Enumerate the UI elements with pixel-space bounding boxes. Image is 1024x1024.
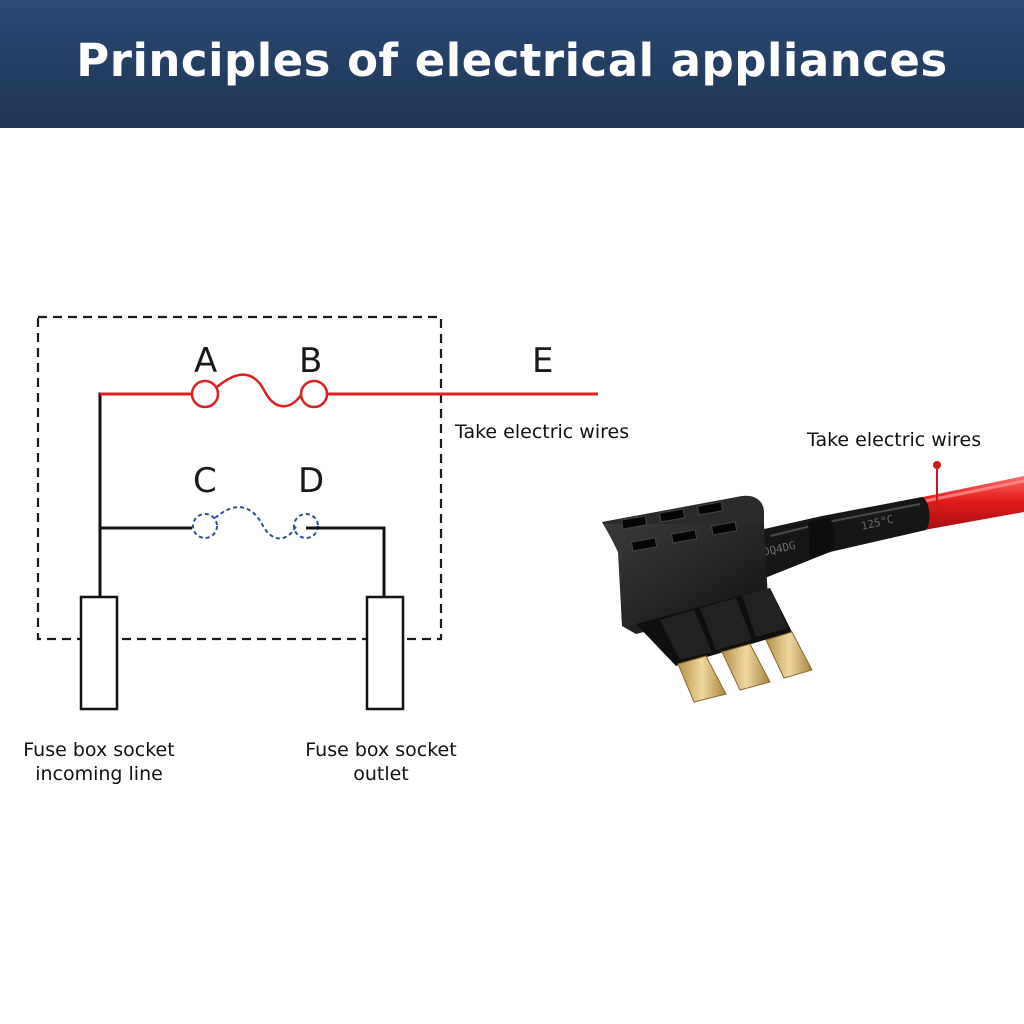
take-wire-label-product: Take electric wires [806, 429, 981, 451]
terminal-b [299, 379, 329, 409]
black-wire-d [306, 526, 386, 596]
pin-right [765, 631, 813, 679]
incoming-caption-line2: incoming line [35, 763, 163, 785]
illustration-area: A B C D E Take electric wires Fuse box s… [0, 128, 1024, 1024]
label-a: A [194, 341, 217, 381]
heat-shrink-sleeve [760, 497, 930, 578]
title-banner: Principles of electrical appliances [0, 0, 1024, 128]
fuse-holder-boundary [36, 315, 443, 641]
pin-middle [721, 643, 771, 691]
label-b: B [299, 341, 322, 381]
callout-dot-bottom [933, 502, 941, 510]
fuse-slots [620, 501, 738, 552]
outlet-caption-line1: Fuse box socket [305, 739, 456, 761]
terminal-d [293, 513, 319, 539]
fuse-element-cd [214, 506, 297, 540]
incoming-caption-line1: Fuse box socket [23, 739, 174, 761]
fuse-element-ab [216, 373, 305, 408]
red-wire-incoming [98, 392, 192, 596]
incoming-socket-blade [79, 595, 119, 711]
outlet-caption-line2: outlet [353, 763, 409, 785]
label-c: C [193, 461, 217, 501]
label-d: D [298, 461, 324, 501]
outlet-socket-blade [365, 595, 405, 711]
take-wire-label-diagram: Take electric wires [454, 421, 629, 443]
terminal-a [190, 379, 220, 409]
callout-dot-top [933, 461, 941, 469]
terminal-c [192, 513, 218, 539]
label-e: E [532, 341, 553, 381]
red-wire-cable [918, 476, 1024, 530]
sleeve-collar [808, 517, 835, 558]
fuse-tap-product: DQ4DG 125°C [602, 429, 1024, 703]
circuit-diagram: A B C D E Take electric wires Fuse box s… [23, 315, 1024, 785]
pin-left [677, 655, 727, 703]
page-title: Principles of electrical appliances [76, 33, 948, 87]
